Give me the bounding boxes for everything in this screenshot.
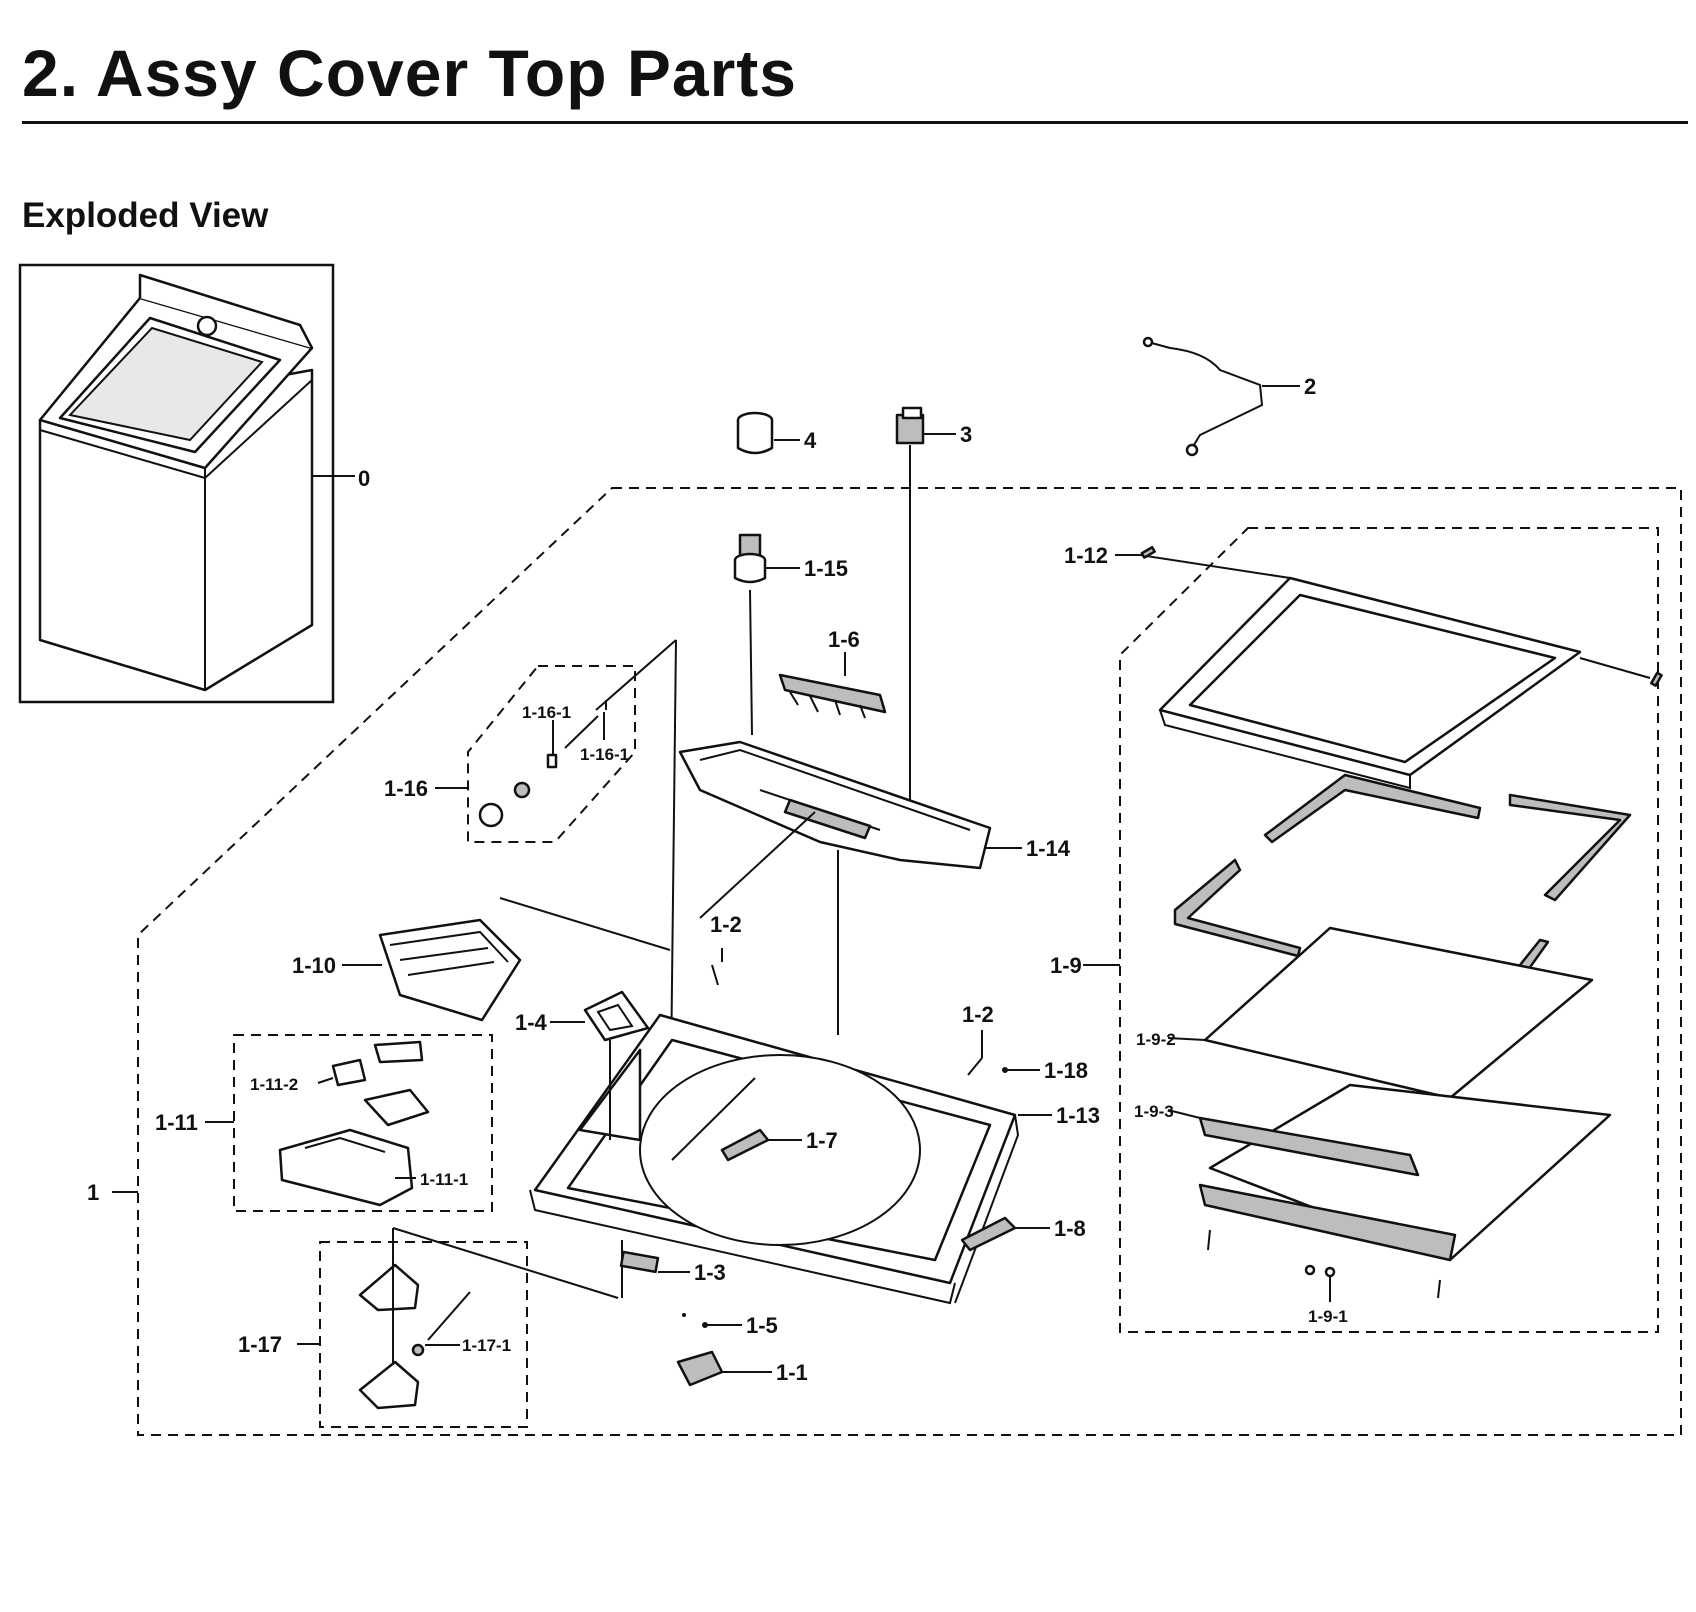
callout-1-15: 1-15 <box>804 556 848 581</box>
page-title: 2. Assy Cover Top Parts <box>22 36 797 110</box>
callout-1-10: 1-10 <box>292 953 336 978</box>
callout-1-8: 1-8 <box>1054 1216 1086 1241</box>
callout-3: 3 <box>960 422 972 447</box>
callout-1: 1 <box>87 1180 99 1205</box>
part-1-5-screw <box>682 1313 742 1328</box>
callout-1-11-1: 1-11-1 <box>420 1170 468 1189</box>
part-1-7-latch <box>671 1077 802 1162</box>
callout-1-18: 1-18 <box>1044 1058 1088 1083</box>
callout-1-17: 1-17 <box>238 1332 282 1357</box>
callout-1-7: 1-7 <box>806 1128 838 1153</box>
callout-1-16-1-left: 1-16-1 <box>522 703 571 722</box>
assembly-1-boundary <box>137 487 1682 1436</box>
part-4-knob <box>736 411 800 455</box>
part-1-4-pocket <box>550 990 650 1140</box>
callout-4: 4 <box>804 428 817 453</box>
part-2-wire <box>1142 336 1300 457</box>
part-1-6-button-set <box>778 652 887 719</box>
callout-labels: 0 1 2 3 4 1-1 1-2 1-2 1-3 1-4 1-5 1-6 1-… <box>87 374 1316 1385</box>
callout-1-17-1: 1-17-1 <box>462 1336 511 1355</box>
callout-1-1: 1-1 <box>776 1360 808 1385</box>
section-subtitle: Exploded View <box>22 196 269 235</box>
callout-1-2-right: 1-2 <box>962 1002 994 1027</box>
callout-1-4: 1-4 <box>515 1010 548 1035</box>
callout-1-6: 1-6 <box>828 627 860 652</box>
callout-1-5: 1-5 <box>746 1313 778 1338</box>
part-1-8-hinge <box>960 1216 1050 1252</box>
part-1-1-lock <box>676 1350 772 1387</box>
part-1-3-bracket <box>619 1250 690 1274</box>
part-1-10-dispenser-case <box>342 897 671 1022</box>
callout-1-16-1-right: 1-16-1 <box>580 745 629 764</box>
callout-1-12: 1-12 <box>1064 543 1108 568</box>
part-1-11-drawer-group <box>205 1034 619 1299</box>
part-1-9-lid-group <box>1083 527 1663 1333</box>
callout-1-9-3: 1-9-3 <box>1134 1102 1174 1121</box>
callout-labels-small: 1-9-1 1-9-2 1-9-3 1-11-1 1-11-2 1-16-1 1… <box>250 703 1348 1355</box>
part-1-18-screw <box>1002 1067 1040 1073</box>
callout-1-11: 1-11 <box>155 1110 198 1135</box>
callout-2: 2 <box>1304 374 1316 399</box>
part-3-switch <box>895 406 956 800</box>
part-1-15-shaft <box>733 533 800 736</box>
callout-1-3: 1-3 <box>694 1260 726 1285</box>
callout-1-9-1: 1-9-1 <box>1308 1307 1348 1326</box>
title-underline <box>22 121 1688 124</box>
part-1-2-screws <box>711 948 983 1076</box>
callout-1-16: 1-16 <box>384 776 428 801</box>
callout-1-14: 1-14 <box>1026 836 1071 861</box>
part-1-17-lid-damper-group <box>297 1228 528 1428</box>
callout-0: 0 <box>358 466 370 491</box>
part-1-14-panel-frame <box>678 740 1022 1035</box>
callout-1-11-2: 1-11-2 <box>250 1075 298 1094</box>
callout-1-9-2: 1-9-2 <box>1136 1030 1176 1049</box>
callout-1-13: 1-13 <box>1056 1103 1100 1128</box>
part-1-13-top-cover <box>529 1013 1052 1305</box>
callout-1-2-upper: 1-2 <box>710 912 742 937</box>
callout-1-9: 1-9 <box>1050 953 1082 978</box>
overview-washer-panel <box>18 263 355 704</box>
